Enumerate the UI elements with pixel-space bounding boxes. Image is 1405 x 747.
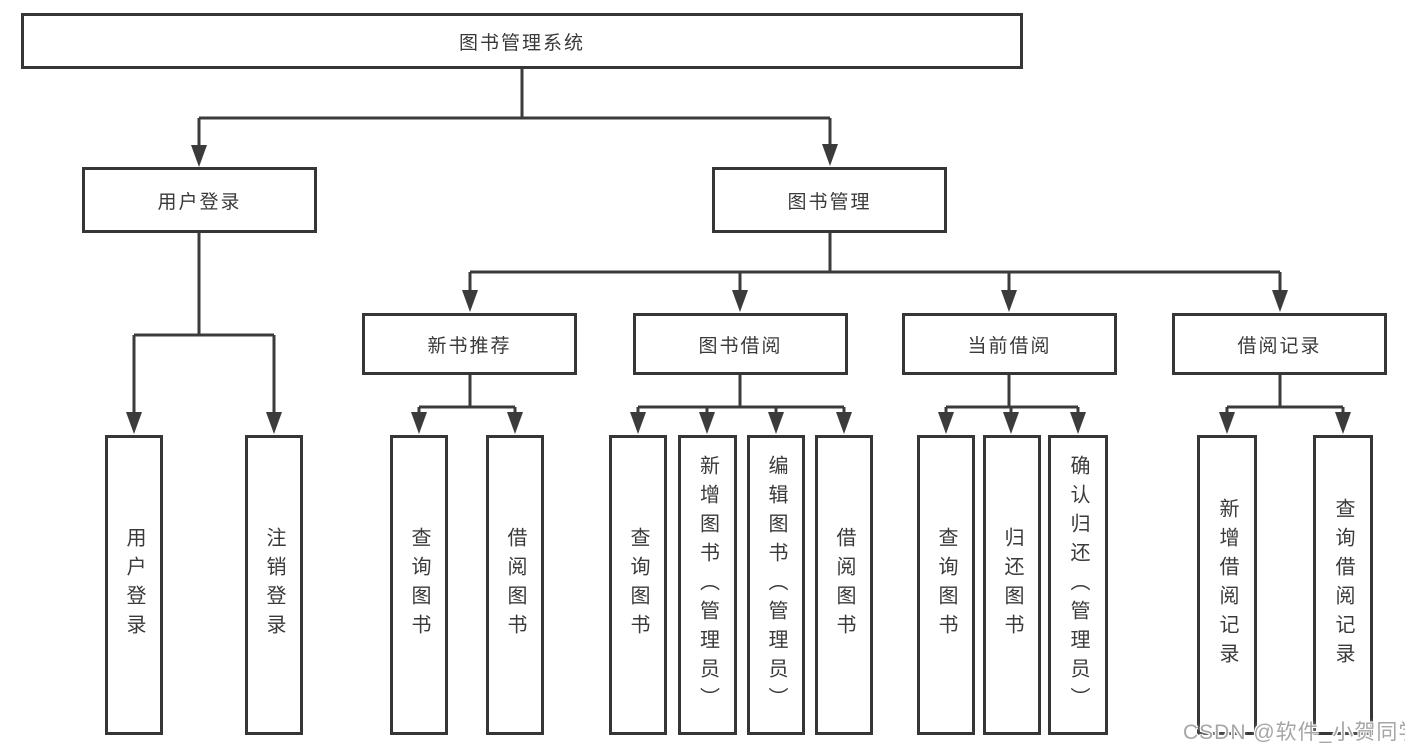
node-book-management-label: 图书管理 [787,191,872,213]
node-new-book-recommend-label: 新书推荐 [427,335,512,357]
connector-path [134,69,1343,409]
leaf-user-login: 用户登录 [105,435,163,735]
node-root-label: 图书管理系统 [458,32,585,54]
node-user-login: 用户登录 [82,167,317,233]
leaf-cb-confirm-return-admin-label: 确认归还（管理员） [1067,454,1089,716]
arrow-down-icon [1001,290,1017,312]
leaf-user-login-label: 用户登录 [123,527,145,643]
leaf-cb-return-books-label: 归还图书 [1001,527,1023,643]
node-borrow-records-label: 借阅记录 [1237,335,1322,357]
leaf-cb-confirm-return-admin: 确认归还（管理员） [1048,435,1108,735]
arrow-down-icon [836,412,852,434]
leaf-bb-borrow-books: 借阅图书 [815,435,873,735]
leaf-nb-query-books: 查询图书 [390,435,448,735]
leaf-cb-query-books-label: 查询图书 [935,527,957,643]
arrow-down-icon [822,144,838,166]
arrow-down-icon [1003,412,1019,434]
node-book-management: 图书管理 [712,167,947,233]
arrow-down-icon [126,412,142,434]
arrow-down-icon [630,412,646,434]
leaf-cb-query-books: 查询图书 [917,435,975,735]
node-book-borrow-label: 图书借阅 [698,335,783,357]
leaf-logout: 注销登录 [245,435,303,735]
arrow-down-icon [462,290,478,312]
arrow-down-icon [1335,412,1351,434]
arrow-down-icon [1070,412,1086,434]
leaf-br-query-record: 查询借阅记录 [1313,435,1373,735]
node-book-borrow: 图书借阅 [633,313,848,375]
leaf-bb-add-books-admin: 新增图书（管理员） [678,435,737,735]
arrow-down-icon [1272,290,1288,312]
arrow-down-icon [699,412,715,434]
leaf-nb-borrow-books-label: 借阅图书 [504,527,526,643]
leaf-bb-edit-books-admin: 编辑图书（管理员） [747,435,805,735]
node-borrow-records: 借阅记录 [1172,313,1387,375]
leaf-bb-query-books-label: 查询图书 [627,527,649,643]
node-user-login-label: 用户登录 [157,191,242,213]
arrow-shafts [132,118,1345,414]
leaf-bb-query-books: 查询图书 [609,435,667,735]
arrow-down-icon [732,290,748,312]
arrow-down-icon [1219,412,1235,434]
arrow-down-icon [507,412,523,434]
node-root: 图书管理系统 [21,13,1023,69]
leaf-br-add-record-label: 新增借阅记录 [1216,498,1238,672]
leaf-cb-return-books: 归还图书 [983,435,1041,735]
leaf-logout-label: 注销登录 [263,527,285,643]
arrow-down-icon [768,412,784,434]
leaf-br-query-record-label: 查询借阅记录 [1332,498,1354,672]
leaf-bb-add-books-admin-label: 新增图书（管理员） [696,454,719,716]
leaf-nb-borrow-books: 借阅图书 [486,435,544,735]
arrow-down-icon [411,412,427,434]
watermark: CSDN @软件_小贺同学 [1183,721,1405,744]
node-current-borrow-label: 当前借阅 [967,335,1052,357]
arrow-down-icon [266,412,282,434]
arrow-down-icon [191,145,207,167]
leaf-nb-query-books-label: 查询图书 [408,527,430,643]
arrow-down-icon [938,412,954,434]
node-new-book-recommend: 新书推荐 [362,313,577,375]
leaf-bb-edit-books-admin-label: 编辑图书（管理员） [765,454,787,716]
leaf-br-add-record: 新增借阅记录 [1197,435,1257,735]
arrowheads [126,144,1351,434]
leaf-bb-borrow-books-label: 借阅图书 [833,527,855,643]
node-current-borrow: 当前借阅 [902,313,1117,375]
